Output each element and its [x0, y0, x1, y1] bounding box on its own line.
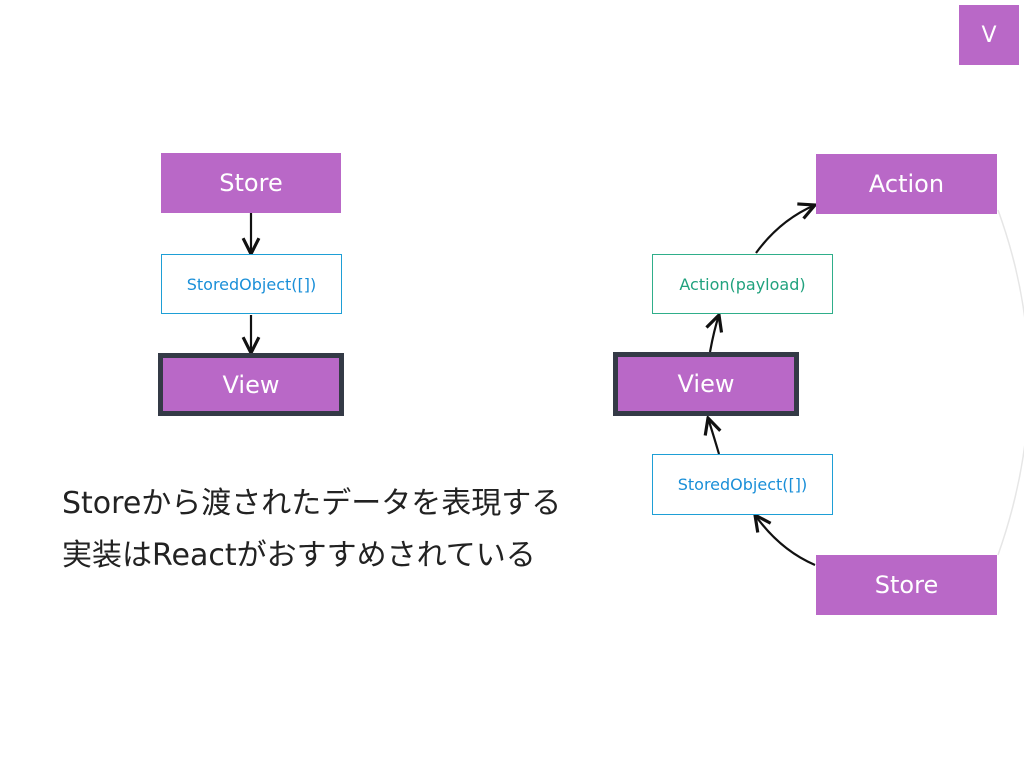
cycle-arc	[997, 209, 1024, 556]
arrow-view-to-payload	[710, 315, 719, 353]
left-storedobject-node: StoredObject([])	[161, 254, 342, 314]
caption-line-2: 実装はReactがおすすめされている	[62, 538, 536, 573]
right-storedobject-node: StoredObject([])	[652, 454, 833, 515]
slide-badge: V	[959, 5, 1019, 65]
left-storedobject-label: StoredObject([])	[186, 274, 317, 294]
left-view-label: View	[222, 370, 280, 399]
arrow-storedobject-to-view	[708, 418, 719, 455]
caption-line-1: Storeから渡されたデータを表現する	[62, 486, 562, 521]
slide-badge-label: V	[981, 22, 997, 48]
right-view-label: View	[677, 370, 735, 398]
right-action-node: Action	[816, 154, 997, 214]
right-view-node: View	[613, 352, 799, 416]
caption: Storeから渡されたデータを表現する 実装はReactがおすすめされている	[62, 478, 561, 582]
right-store-node: Store	[816, 555, 997, 615]
left-store-label: Store	[219, 169, 283, 197]
arrow-payload-to-action	[755, 205, 815, 254]
right-actionpayload-node: Action(payload)	[652, 254, 833, 314]
right-storedobject-label: StoredObject([])	[677, 475, 808, 494]
right-store-label: Store	[874, 571, 939, 599]
right-actionpayload-label: Action(payload)	[679, 274, 806, 294]
left-view-node: View	[158, 353, 344, 416]
left-store-node: Store	[161, 153, 341, 213]
right-action-label: Action	[868, 170, 945, 198]
arrow-store-to-storedobject	[755, 515, 816, 567]
